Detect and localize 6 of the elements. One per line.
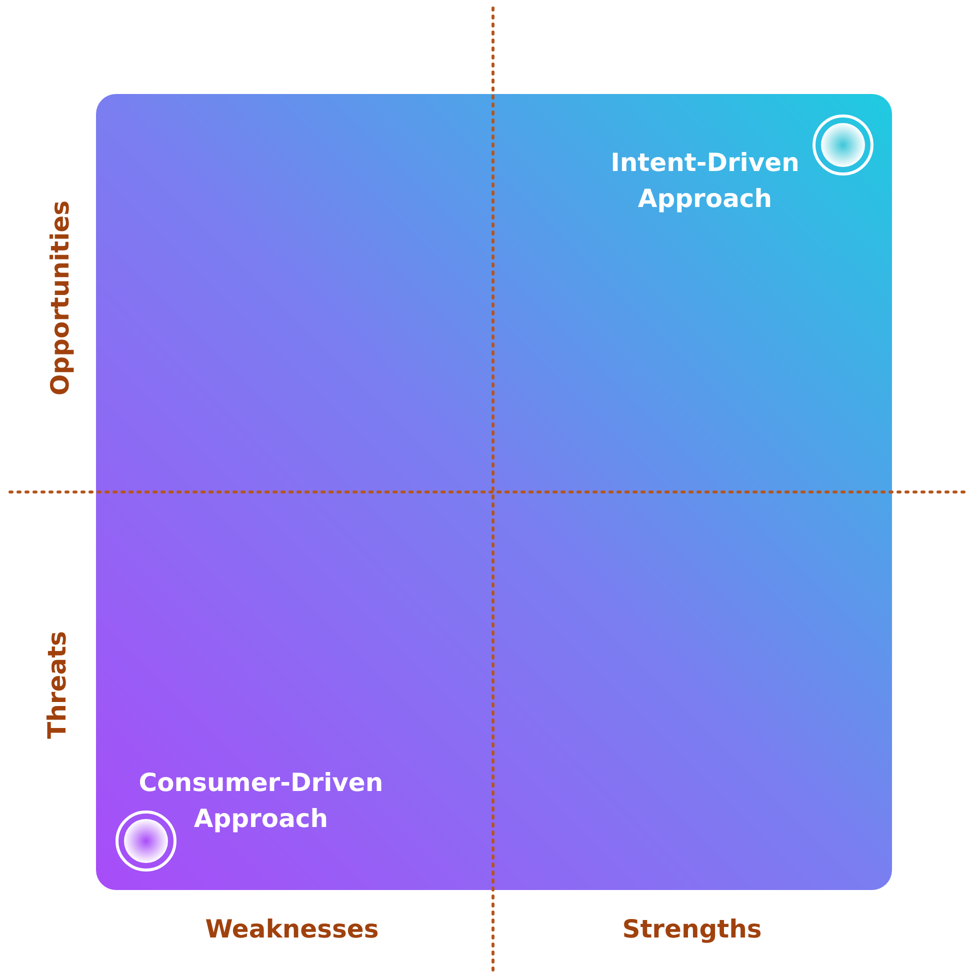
point-label: Consumer-Driven Approach (138, 767, 384, 835)
point-label: Intent-Driven Approach (610, 147, 800, 215)
axis-label: Weaknesses (205, 914, 379, 944)
axis-label: Opportunities (46, 200, 74, 396)
axis-label: Threats (42, 631, 72, 739)
axis-label: Strengths (622, 914, 762, 944)
